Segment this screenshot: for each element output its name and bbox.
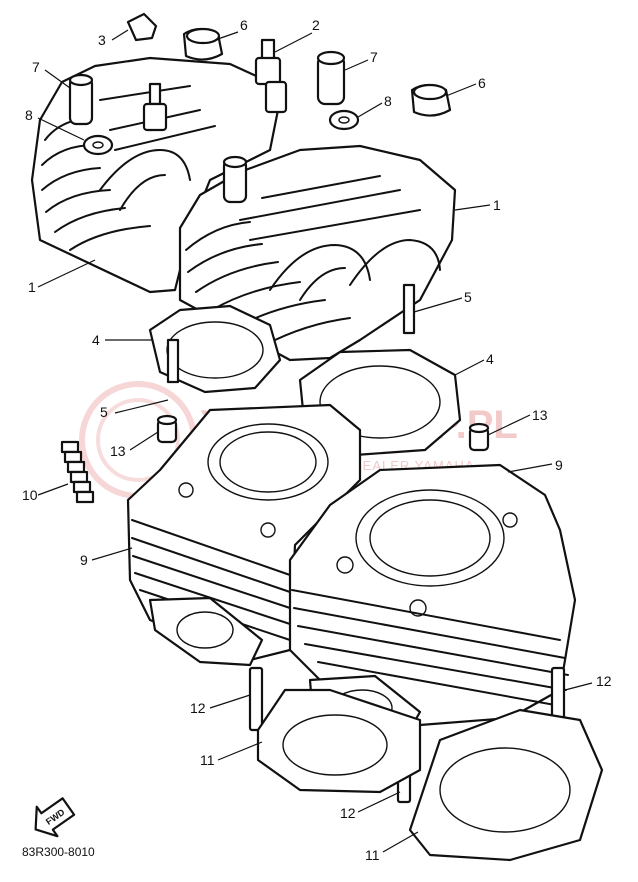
- cap-nuts: [182, 27, 452, 117]
- long-studs: [166, 283, 416, 384]
- callout-4: 4: [92, 332, 100, 348]
- callout-8: 8: [25, 107, 33, 123]
- callout-13: 13: [532, 407, 548, 423]
- callout-12: 12: [190, 700, 206, 716]
- callout-1: 1: [493, 197, 501, 213]
- callout-1: 1: [28, 279, 36, 295]
- base-gaskets: [256, 688, 604, 862]
- callout-5: 5: [100, 404, 108, 420]
- forward-arrow-icon: FWD: [34, 797, 76, 838]
- callout-9: 9: [80, 552, 88, 568]
- callout-labels: 3 6 2 7 7 8 8 6 1 1 5 4 4 5 13 13 9 10 9…: [22, 17, 612, 863]
- cylinder-head-left: [30, 56, 282, 294]
- callout-6: 6: [240, 17, 248, 33]
- leader-lines: [37, 29, 593, 853]
- diagram-code: 83R300-8010: [22, 845, 95, 859]
- cylinder-head-right: [178, 144, 457, 362]
- callout-7: 7: [370, 49, 378, 65]
- dowel-pins: [60, 440, 95, 504]
- callout-4: 4: [486, 351, 494, 367]
- callout-12: 12: [596, 673, 612, 689]
- callout-11: 11: [365, 847, 380, 863]
- callout-11: 11: [200, 752, 215, 768]
- cylinder-left: [126, 403, 362, 667]
- callout-5: 5: [464, 289, 472, 305]
- callout-13: 13: [110, 443, 126, 459]
- callout-8: 8: [384, 93, 392, 109]
- callout-12: 12: [340, 805, 356, 821]
- callout-9: 9: [555, 457, 563, 473]
- callout-6: 6: [478, 75, 486, 91]
- callout-2: 2: [312, 17, 320, 33]
- callout-3: 3: [98, 32, 106, 48]
- callout-10: 10: [22, 487, 38, 503]
- spark-plugs: [126, 12, 288, 132]
- stud-bolts: [68, 50, 360, 204]
- callout-7: 7: [32, 59, 40, 75]
